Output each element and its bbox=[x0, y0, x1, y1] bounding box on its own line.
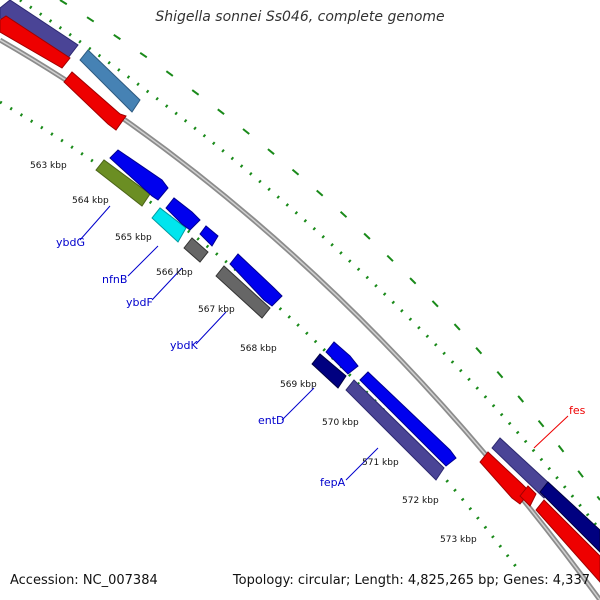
tick-label: 568 kbp bbox=[240, 344, 277, 354]
tick-label: 565 kbp bbox=[115, 233, 152, 243]
accession-label: Accession: NC_007384 bbox=[10, 573, 158, 588]
gene-label-ybdG[interactable]: ybdG bbox=[56, 236, 85, 249]
tick-label: 567 kbp bbox=[198, 305, 235, 315]
tick-label: 573 kbp bbox=[440, 535, 477, 545]
leader-line bbox=[533, 415, 569, 449]
gene-label-fepA[interactable]: fepA bbox=[320, 476, 346, 489]
tick-label: 570 kbp bbox=[322, 418, 359, 428]
tick-label: 569 kbp bbox=[280, 380, 317, 390]
cds-feature[interactable] bbox=[311, 353, 347, 389]
cds-feature[interactable] bbox=[151, 207, 187, 243]
gene-label-ybdF[interactable]: ybdF bbox=[126, 296, 153, 309]
cds-features-lower bbox=[311, 341, 457, 481]
gene-label-ybdK[interactable]: ybdK bbox=[170, 339, 198, 352]
cds-feature[interactable] bbox=[199, 225, 219, 247]
tick-label: 571 kbp bbox=[362, 458, 399, 468]
tick-label: 564 kbp bbox=[72, 196, 109, 206]
cds-feature[interactable] bbox=[79, 49, 141, 113]
cds-feature[interactable] bbox=[63, 71, 127, 131]
gene-label-entD[interactable]: entD bbox=[258, 414, 285, 427]
leader-line bbox=[281, 387, 315, 421]
cds-feature[interactable] bbox=[345, 379, 445, 481]
cds-feature[interactable] bbox=[535, 499, 600, 583]
backbone-ring-highlight bbox=[0, 39, 600, 600]
gene-labels: ybdG nfnB ybdF ybdK entD fepA fes bbox=[56, 236, 586, 489]
gene-label-fes[interactable]: fes bbox=[569, 404, 586, 417]
cds-feature[interactable] bbox=[109, 149, 169, 201]
cds-feature[interactable] bbox=[215, 265, 271, 319]
leader-line bbox=[127, 245, 159, 277]
cds-feature[interactable] bbox=[359, 371, 457, 467]
cds-feature[interactable] bbox=[0, 15, 71, 69]
leader-line bbox=[79, 205, 111, 241]
cds-feature[interactable] bbox=[325, 341, 359, 375]
cds-feature[interactable] bbox=[165, 197, 201, 231]
cds-feature[interactable] bbox=[539, 481, 600, 553]
leader-line bbox=[345, 447, 379, 481]
gene-label-nfnB[interactable]: nfnB bbox=[102, 273, 127, 286]
tick-label: 566 kbp bbox=[156, 268, 193, 278]
backbone-ring bbox=[0, 37, 600, 600]
tick-labels: 563 kbp 564 kbp 565 kbp 566 kbp 567 kbp … bbox=[30, 161, 477, 545]
tick-ring-inner bbox=[0, 100, 522, 573]
genome-title: Shigella sonnei Ss046, complete genome bbox=[155, 9, 445, 25]
leader-line bbox=[151, 267, 183, 301]
cds-feature[interactable] bbox=[519, 485, 537, 507]
cds-feature[interactable] bbox=[183, 237, 209, 263]
tick-label: 572 kbp bbox=[402, 496, 439, 506]
cds-feature[interactable] bbox=[229, 253, 283, 307]
leader-line bbox=[195, 311, 227, 345]
tick-label: 563 kbp bbox=[30, 161, 67, 171]
cds-feature[interactable] bbox=[0, 0, 79, 59]
topology-label: Topology: circular; Length: 4,825,265 bp… bbox=[232, 573, 590, 588]
label-leaders bbox=[79, 205, 569, 481]
cds-features-bottom bbox=[479, 437, 600, 583]
cds-features-top bbox=[0, 0, 141, 131]
cds-features-middle bbox=[95, 149, 283, 319]
